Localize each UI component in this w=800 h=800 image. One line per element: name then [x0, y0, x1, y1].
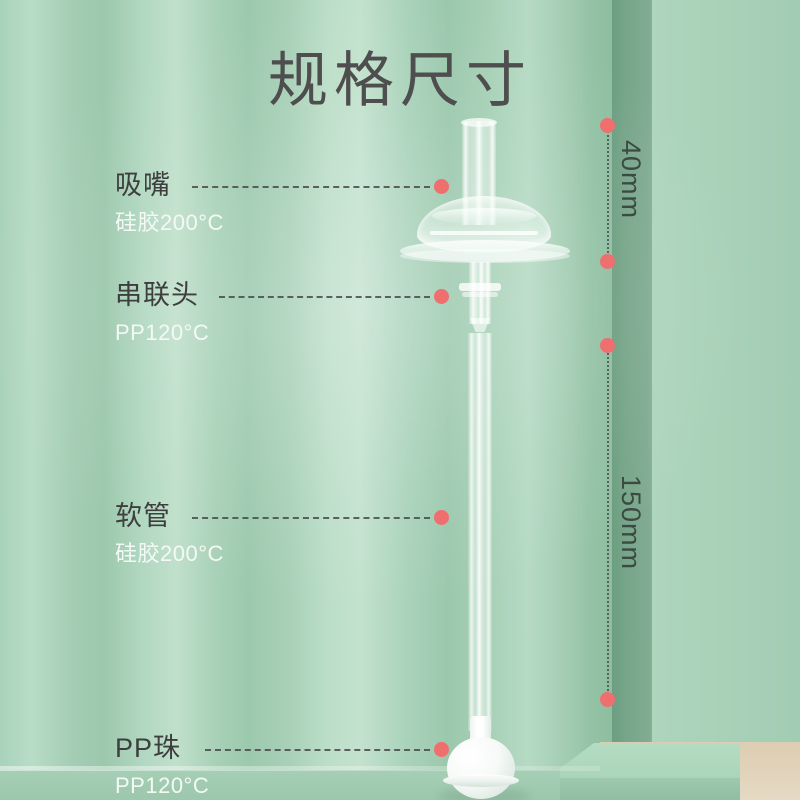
background-right-wall [650, 0, 800, 745]
dimension-line-150mm [607, 346, 609, 699]
connector-collar-lower [462, 292, 498, 297]
dimension-dot-40mm-bottom [600, 254, 615, 269]
podium-edge-highlight [0, 766, 600, 771]
leader-dot-connector [434, 289, 449, 304]
dimension-dot-150mm-bottom [600, 692, 615, 707]
leader-dot-spout [434, 179, 449, 194]
spout-flange-rim [400, 249, 570, 263]
dimension-line-40mm [607, 126, 609, 261]
spout-flange-disc [400, 240, 570, 262]
callout-spout-material: 硅胶200°C [115, 210, 224, 235]
callout-hose-material: 硅胶200°C [115, 541, 224, 566]
connector-collar [459, 283, 501, 291]
dimension-dot-150mm-top [600, 338, 615, 353]
background-dark-band [612, 0, 652, 760]
callout-hose: 软管 硅胶200°C [115, 503, 224, 565]
leader-line-connector [219, 296, 430, 298]
page-title: 规格尺寸 [268, 47, 532, 114]
pp-bead-ring [443, 774, 519, 787]
leader-line-spout [192, 186, 430, 188]
callout-spout: 吸嘴 硅胶200°C [115, 172, 224, 234]
callout-pp-bead: PP珠 PP120°C [115, 735, 209, 797]
callout-connector-label: 串联头 [115, 280, 199, 310]
leader-dot-pp-bead [434, 742, 449, 757]
pp-bead-ball [447, 737, 515, 799]
dimension-dot-40mm-top [600, 118, 615, 133]
callout-pp-bead-label: PP珠 [115, 733, 182, 763]
callout-hose-label: 软管 [115, 501, 171, 531]
callout-connector: 串联头 PP120°C [115, 282, 209, 344]
spout-bulb-seam [430, 231, 538, 235]
callout-connector-material: PP120°C [115, 320, 210, 345]
dimension-label-150mm: 150mm [616, 475, 646, 571]
leader-line-hose [192, 517, 430, 519]
dimension-label-40mm: 40mm [616, 140, 646, 220]
silicone-tube [468, 333, 492, 731]
callout-spout-label: 吸嘴 [115, 170, 171, 200]
spout-bulb-highlight [432, 208, 536, 224]
podium-front-face [540, 778, 740, 800]
leader-line-pp-bead [205, 749, 430, 751]
callout-pp-bead-material: PP120°C [115, 773, 210, 798]
connector-taper [470, 318, 490, 332]
leader-dot-hose [434, 510, 449, 525]
